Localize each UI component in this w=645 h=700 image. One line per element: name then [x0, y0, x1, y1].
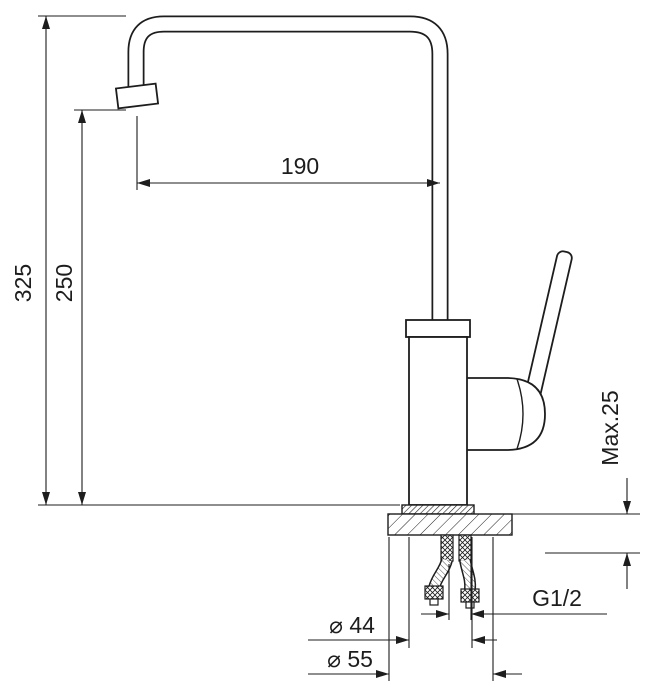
dim-dia44-label: ⌀ 44: [329, 612, 375, 638]
arrowhead: [42, 492, 50, 505]
dim-dia55-label: ⌀ 55: [327, 646, 373, 672]
spout-aerator: [114, 82, 160, 110]
arrowhead: [396, 636, 409, 644]
dim-diameter-55: ⌀ 55: [308, 537, 522, 681]
inlet-tailpiece-left: [440, 534, 454, 562]
handle-housing: [467, 377, 546, 451]
dim-325-label: 325: [10, 264, 36, 302]
dim-diameter-44: ⌀ 44: [308, 537, 497, 648]
arrowhead: [493, 670, 506, 678]
dim-height-250: 250: [51, 109, 126, 505]
handle-cap-seam: [516, 378, 524, 450]
dim-reach-190: 190: [136, 116, 440, 190]
arrowhead: [427, 179, 440, 187]
body-collar: [405, 319, 471, 338]
dim-190-label: 190: [281, 153, 319, 179]
arrowhead: [78, 110, 86, 123]
arrowhead: [623, 501, 631, 514]
dim-max25-label: Max.25: [597, 390, 623, 465]
dim-height-325: 325: [10, 15, 400, 506]
arrowhead: [436, 610, 449, 618]
hose-fitting-left: [424, 585, 444, 600]
hose-tip-left: [429, 598, 439, 606]
mounting-deck: [387, 513, 513, 536]
dim-max-thickness: Max.25: [512, 390, 640, 589]
arrowhead: [78, 492, 86, 505]
dim-g12-label: G1/2: [532, 585, 582, 611]
base-gasket: [401, 504, 475, 515]
faucet-body: [408, 336, 468, 506]
arrowhead: [137, 179, 150, 187]
arrowhead: [471, 610, 484, 618]
arrowhead: [623, 553, 631, 566]
arrowhead: [376, 670, 389, 678]
dim-250-label: 250: [51, 264, 77, 302]
supply-hose-right-braid: [460, 559, 475, 591]
inlet-tailpiece-right: [458, 534, 472, 562]
hose-tip-right: [465, 601, 475, 609]
spout-inner: [129, 17, 447, 324]
supply-hose-left-braid: [429, 558, 452, 590]
arrowhead: [42, 16, 50, 29]
dim-thread-g12: G1/2: [421, 564, 607, 620]
hose-fitting-right: [460, 588, 480, 603]
arrowhead: [472, 636, 485, 644]
